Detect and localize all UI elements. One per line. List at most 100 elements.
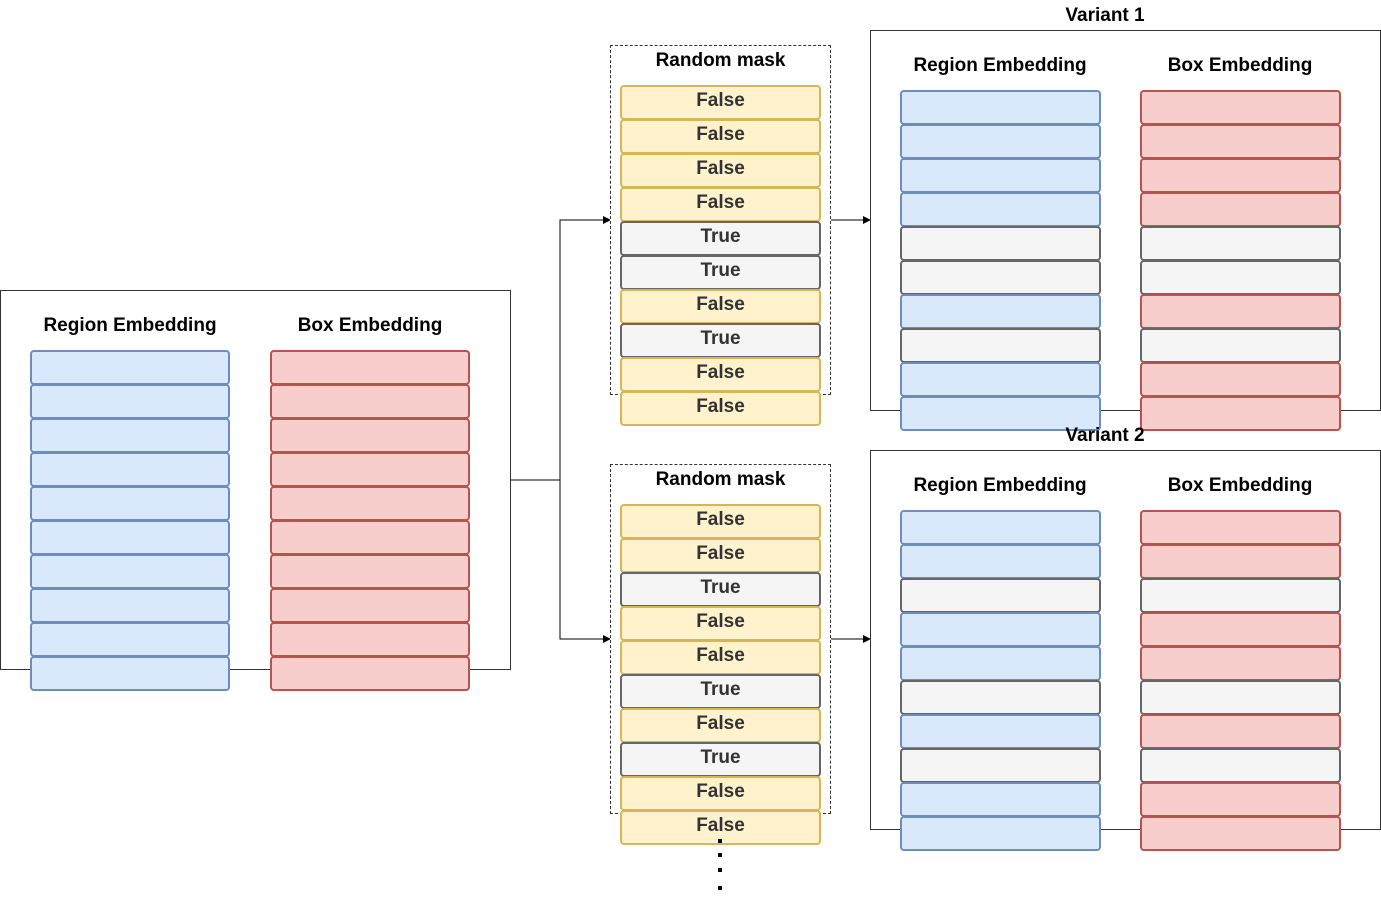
random-mask-title-2: Random mask: [655, 469, 786, 490]
variant-1-box-title: Box Embedding: [1167, 55, 1313, 76]
split-connector: [510, 216, 611, 481]
masked-embedding-cell: [1140, 328, 1341, 363]
variant-2-region-title: Region Embedding: [913, 475, 1087, 496]
box-embedding-cell: [1140, 510, 1341, 545]
box-embedding-cell: [270, 418, 470, 453]
mask-cell-true: True: [620, 221, 821, 256]
mask-cell-true: True: [620, 674, 821, 709]
region-embedding-cell: [900, 714, 1101, 749]
region-embedding-cell: [30, 554, 230, 589]
region-embedding-cell: [30, 656, 230, 691]
region-embedding-cell: [30, 384, 230, 419]
box-embedding-cell: [1140, 816, 1341, 851]
box-embedding-cell: [270, 350, 470, 385]
region-embedding-cell: [30, 486, 230, 521]
source-box-column: [270, 350, 470, 691]
region-embedding-cell: [900, 646, 1101, 681]
masked-embedding-cell: [1140, 748, 1341, 783]
region-embedding-cell: [900, 816, 1101, 851]
mask-cell-true: True: [620, 323, 821, 358]
mask-cell-false: False: [620, 85, 821, 120]
box-embedding-cell: [1140, 124, 1341, 159]
variant-1-region-column: [900, 90, 1101, 431]
box-embedding-cell: [1140, 646, 1341, 681]
region-embedding-cell: [900, 782, 1101, 817]
mask-cell-true: True: [620, 255, 821, 290]
region-embedding-cell: [30, 350, 230, 385]
variant-2-region-column: [900, 510, 1101, 851]
mask-cell-false: False: [620, 640, 821, 675]
mask-cell-false: False: [620, 119, 821, 154]
mask-cell-true: True: [620, 572, 821, 607]
box-embedding-cell: [270, 384, 470, 419]
variant-2-box-title: Box Embedding: [1167, 475, 1313, 496]
region-embedding-cell: [900, 612, 1101, 647]
variant-1-title: Variant 1: [1065, 5, 1145, 26]
box-embedding-cell: [1140, 612, 1341, 647]
region-embedding-cell: [900, 396, 1101, 431]
region-embedding-cell: [900, 158, 1101, 193]
box-embedding-cell: [270, 452, 470, 487]
masked-embedding-cell: [900, 578, 1101, 613]
mask-cell-false: False: [620, 357, 821, 392]
box-embedding-cell: [1140, 192, 1341, 227]
region-embedding-cell: [900, 510, 1101, 545]
box-embedding-cell: [270, 554, 470, 589]
region-embedding-cell: [900, 90, 1101, 125]
source-region-title: Region Embedding: [43, 315, 217, 336]
mask-cell-false: False: [620, 187, 821, 222]
split-connector-lower: [559, 480, 611, 643]
box-embedding-cell: [1140, 782, 1341, 817]
box-embedding-cell: [270, 622, 470, 657]
region-embedding-cell: [30, 452, 230, 487]
region-embedding-cell: [900, 124, 1101, 159]
variant-2-box-column: [1140, 510, 1341, 851]
variant-1-region-title: Region Embedding: [913, 55, 1087, 76]
region-embedding-cell: [30, 520, 230, 555]
box-embedding-cell: [270, 520, 470, 555]
masked-embedding-cell: [900, 680, 1101, 715]
box-embedding-cell: [1140, 158, 1341, 193]
box-embedding-cell: [1140, 714, 1341, 749]
region-embedding-cell: [900, 362, 1101, 397]
region-embedding-cell: [900, 544, 1101, 579]
masked-embedding-cell: [1140, 578, 1341, 613]
region-embedding-cell: [30, 622, 230, 657]
box-embedding-cell: [1140, 396, 1341, 431]
masked-embedding-cell: [900, 328, 1101, 363]
mask-cell-false: False: [620, 606, 821, 641]
mask-cell-true: True: [620, 742, 821, 777]
box-embedding-cell: [1140, 362, 1341, 397]
masked-embedding-cell: [1140, 260, 1341, 295]
mask-cell-false: False: [620, 504, 821, 539]
mask-cell-false: False: [620, 776, 821, 811]
mask-cell-false: False: [620, 538, 821, 573]
box-embedding-cell: [270, 588, 470, 623]
masked-embedding-cell: [900, 226, 1101, 261]
variant-2-title: Variant 2: [1065, 425, 1145, 446]
masked-embedding-cell: [1140, 226, 1341, 261]
region-embedding-cell: [30, 588, 230, 623]
region-embedding-cell: [30, 418, 230, 453]
masked-embedding-cell: [1140, 680, 1341, 715]
box-embedding-cell: [1140, 90, 1341, 125]
region-embedding-cell: [900, 294, 1101, 329]
mask-cell-false: False: [620, 708, 821, 743]
variant-1-box-column: [1140, 90, 1341, 431]
random-mask-title-1: Random mask: [655, 50, 786, 71]
box-embedding-cell: [270, 656, 470, 691]
mask-cell-false: False: [620, 289, 821, 324]
source-region-column: [30, 350, 230, 691]
source-box-title: Box Embedding: [297, 315, 443, 336]
box-embedding-cell: [1140, 544, 1341, 579]
masked-embedding-cell: [900, 260, 1101, 295]
mask-cell-false: False: [620, 153, 821, 188]
region-embedding-cell: [900, 192, 1101, 227]
masked-embedding-cell: [900, 748, 1101, 783]
mask-cell-false: False: [620, 391, 821, 426]
box-embedding-cell: [270, 486, 470, 521]
box-embedding-cell: [1140, 294, 1341, 329]
